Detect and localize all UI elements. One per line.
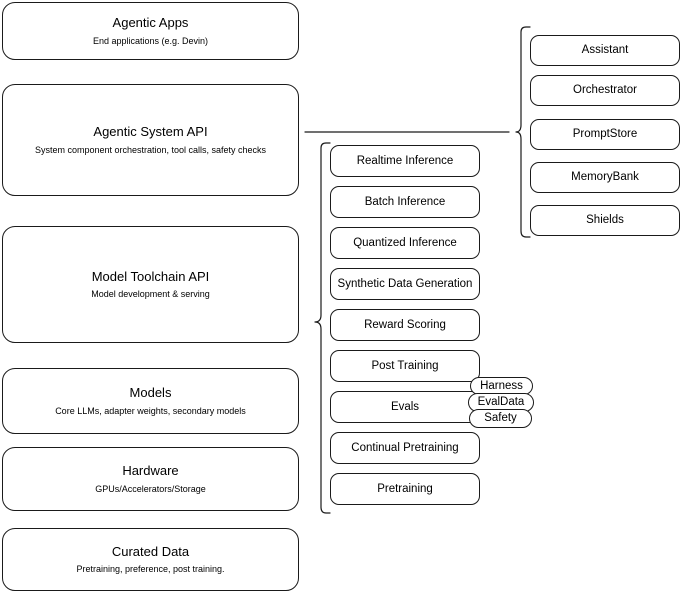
layer-subtitle: GPUs/Accelerators/Storage xyxy=(95,483,206,494)
layer-title: Model Toolchain API xyxy=(91,268,210,284)
pill-label: Safety xyxy=(484,412,517,425)
toolchain-chip-batch-inference[interactable]: Batch Inference xyxy=(330,186,480,218)
layer-title: Hardware xyxy=(122,463,179,479)
chip-label: Orchestrator xyxy=(573,84,637,97)
chip-label: Reward Scoring xyxy=(364,318,446,331)
layer-title: Agentic Apps xyxy=(112,15,189,31)
chip-label: Realtime Inference xyxy=(356,154,454,167)
system-chip-memorybank[interactable]: MemoryBank xyxy=(530,162,680,193)
toolchain-chip-reward-scoring[interactable]: Reward Scoring xyxy=(330,309,480,341)
bracket-middle-group xyxy=(314,142,331,514)
layer-box-curated-data[interactable]: Curated Data Pretraining, preference, po… xyxy=(2,528,299,591)
toolchain-chip-synthetic-data-generation[interactable]: Synthetic Data Generation xyxy=(330,268,480,300)
layer-subtitle: System component orchestration, tool cal… xyxy=(34,144,267,155)
chip-label: Assistant xyxy=(581,44,629,57)
toolchain-chip-quantized-inference[interactable]: Quantized Inference xyxy=(330,227,480,259)
toolchain-chip-realtime-inference[interactable]: Realtime Inference xyxy=(330,145,480,177)
toolchain-chip-evals[interactable]: Evals xyxy=(330,391,480,423)
evals-tag-evaldata[interactable]: EvalData xyxy=(468,393,534,412)
pill-label: Harness xyxy=(480,379,523,392)
chip-label: Evals xyxy=(390,400,420,413)
layer-box-agentic-apps[interactable]: Agentic Apps End applications (e.g. Devi… xyxy=(2,2,299,60)
chip-label: PromptStore xyxy=(572,128,638,141)
layer-subtitle: Model development & serving xyxy=(91,289,210,299)
chip-label: Quantized Inference xyxy=(353,236,457,249)
layer-box-models[interactable]: Models Core LLMs, adapter weights, secon… xyxy=(2,368,299,434)
toolchain-chip-continual-pretraining[interactable]: Continual Pretraining xyxy=(330,432,480,464)
evals-tag-safety[interactable]: Safety xyxy=(469,409,532,428)
layer-box-agentic-system-api[interactable]: Agentic System API System component orch… xyxy=(2,84,299,196)
system-chip-assistant[interactable]: Assistant xyxy=(530,35,680,66)
chip-label: Shields xyxy=(586,214,624,227)
bracket-right-group xyxy=(515,26,531,238)
system-chip-shields[interactable]: Shields xyxy=(530,205,680,236)
layer-subtitle: Pretraining, preference, post training. xyxy=(76,564,225,574)
chip-label: Pretraining xyxy=(377,482,433,495)
layer-title: Curated Data xyxy=(111,543,190,559)
chip-label: MemoryBank xyxy=(571,171,639,184)
chip-label: Batch Inference xyxy=(364,195,446,208)
layer-title: Agentic System API xyxy=(93,124,208,140)
chip-label: Post Training xyxy=(371,359,439,372)
toolchain-chip-post-training[interactable]: Post Training xyxy=(330,350,480,382)
layer-box-hardware[interactable]: Hardware GPUs/Accelerators/Storage xyxy=(2,447,299,511)
pill-label: EvalData xyxy=(477,396,525,409)
layer-subtitle: Core LLMs, adapter weights, secondary mo… xyxy=(55,405,246,416)
layer-box-model-toolchain-api[interactable]: Model Toolchain API Model development & … xyxy=(2,226,299,343)
system-chip-promptstore[interactable]: PromptStore xyxy=(530,119,680,150)
chip-label: Continual Pretraining xyxy=(351,441,459,454)
toolchain-chip-pretraining[interactable]: Pretraining xyxy=(330,473,480,505)
layer-subtitle: End applications (e.g. Devin) xyxy=(92,35,209,46)
chip-label: Synthetic Data Generation xyxy=(337,277,473,290)
layer-title: Models xyxy=(129,385,172,401)
system-chip-orchestrator[interactable]: Orchestrator xyxy=(530,75,680,106)
